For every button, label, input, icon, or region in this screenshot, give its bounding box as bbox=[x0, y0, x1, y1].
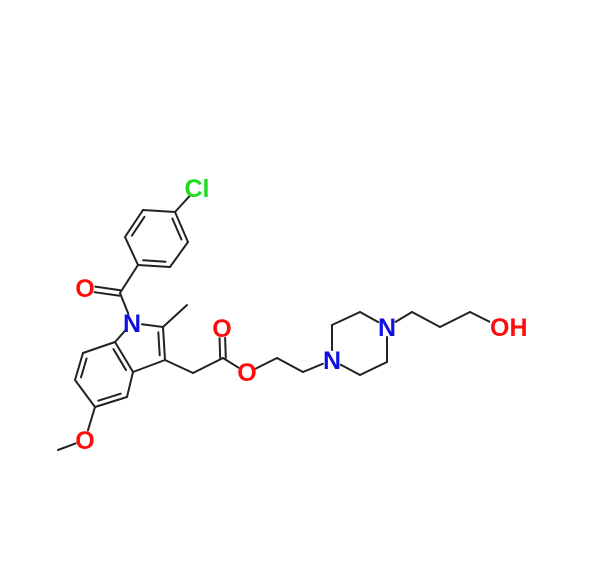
chlorine-atom: Cl bbox=[185, 175, 210, 203]
bond bbox=[124, 209, 144, 238]
bond bbox=[74, 379, 96, 408]
bond bbox=[126, 371, 134, 398]
bond bbox=[276, 357, 304, 373]
carbonyl-oxygen-atom: O bbox=[212, 315, 231, 343]
bond bbox=[140, 323, 164, 328]
aromatic-inner-bond bbox=[142, 259, 167, 263]
hydroxyl-group: OH bbox=[490, 314, 528, 342]
bond bbox=[142, 209, 176, 213]
bond bbox=[302, 362, 324, 373]
piperazine-nitrogen-4: N bbox=[378, 314, 396, 342]
bond bbox=[124, 236, 139, 266]
aromatic-inner-bond bbox=[112, 348, 128, 372]
bond bbox=[359, 311, 380, 324]
bond bbox=[119, 264, 139, 294]
bond bbox=[469, 311, 491, 323]
bond bbox=[114, 341, 134, 373]
bond bbox=[132, 359, 166, 373]
bond bbox=[174, 195, 191, 213]
double-bond bbox=[94, 285, 122, 292]
bond bbox=[74, 352, 84, 381]
bond bbox=[192, 357, 224, 374]
atom-labels: Cl O N O O O N N OH bbox=[75, 175, 527, 455]
aromatic-inner-bond bbox=[97, 392, 122, 402]
bond bbox=[174, 211, 189, 243]
bond bbox=[164, 359, 194, 374]
bond bbox=[254, 357, 278, 370]
bond bbox=[94, 396, 128, 408]
indole-nitrogen-atom: N bbox=[123, 310, 141, 338]
aromatic-inner-bond bbox=[157, 331, 161, 357]
bonds bbox=[57, 195, 491, 451]
bond bbox=[339, 363, 361, 376]
bond bbox=[114, 329, 127, 343]
bond bbox=[119, 292, 130, 315]
bond bbox=[57, 442, 77, 451]
bond bbox=[411, 311, 441, 328]
aromatic-inner-bond bbox=[171, 217, 183, 241]
bond bbox=[394, 311, 413, 323]
bond bbox=[162, 304, 188, 328]
ester-oxygen-atom: O bbox=[237, 359, 256, 387]
bond bbox=[162, 326, 166, 361]
aromatic-inner-bond bbox=[130, 215, 146, 237]
bond bbox=[359, 361, 388, 376]
double-bond bbox=[224, 336, 227, 359]
double-bond bbox=[218, 337, 222, 360]
aromatic-inner-bond bbox=[79, 357, 88, 379]
bond bbox=[82, 341, 116, 354]
bond bbox=[86, 406, 96, 432]
methoxy-oxygen-atom: O bbox=[75, 427, 94, 455]
bond bbox=[331, 311, 361, 326]
bond bbox=[169, 241, 189, 268]
double-bond bbox=[93, 291, 121, 297]
bond bbox=[137, 264, 171, 268]
piperazine-nitrogen-1: N bbox=[323, 347, 341, 375]
bond bbox=[222, 357, 240, 369]
bond bbox=[439, 311, 471, 328]
acyl-oxygen-atom: O bbox=[75, 275, 94, 303]
